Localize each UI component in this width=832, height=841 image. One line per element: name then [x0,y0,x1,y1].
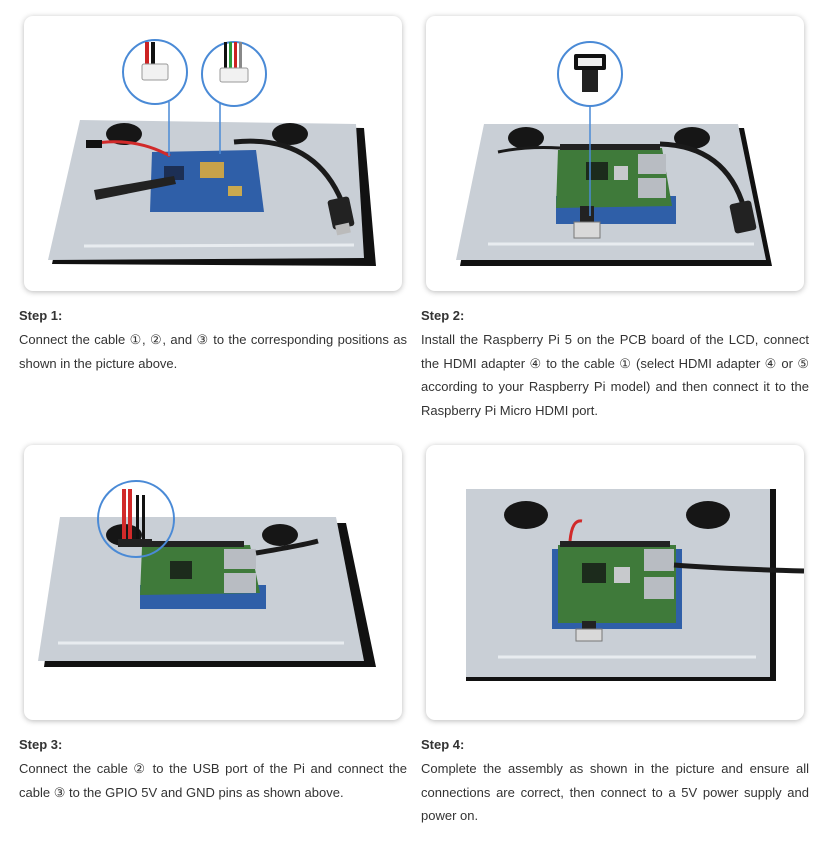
step-3-image-card [24,445,402,720]
step-3-description: Connect the cable ② to the USB port of t… [19,761,407,800]
step-3-title: Step 3: [19,737,63,752]
step-4-title: Step 4: [421,737,465,752]
completed-assembly-photo [466,489,804,681]
step-4-image-card [426,445,804,720]
step-1-title: Step 1: [19,308,63,323]
step-1-image-card [24,16,402,291]
lcd-back-cable-connection-photo [48,39,376,266]
raspberry-pi-hdmi-adapter-photo [456,41,772,266]
step-2-description: Install the Raspberry Pi 5 on the PCB bo… [421,332,809,418]
step-1-description: Connect the cable ①, ②, and ③ to the cor… [19,332,407,371]
step-2-image-card [426,16,804,291]
gpio-power-pins-photo [38,480,376,667]
step-4-description: Complete the assembly as shown in the pi… [421,761,809,823]
step-2-title: Step 2: [421,308,465,323]
